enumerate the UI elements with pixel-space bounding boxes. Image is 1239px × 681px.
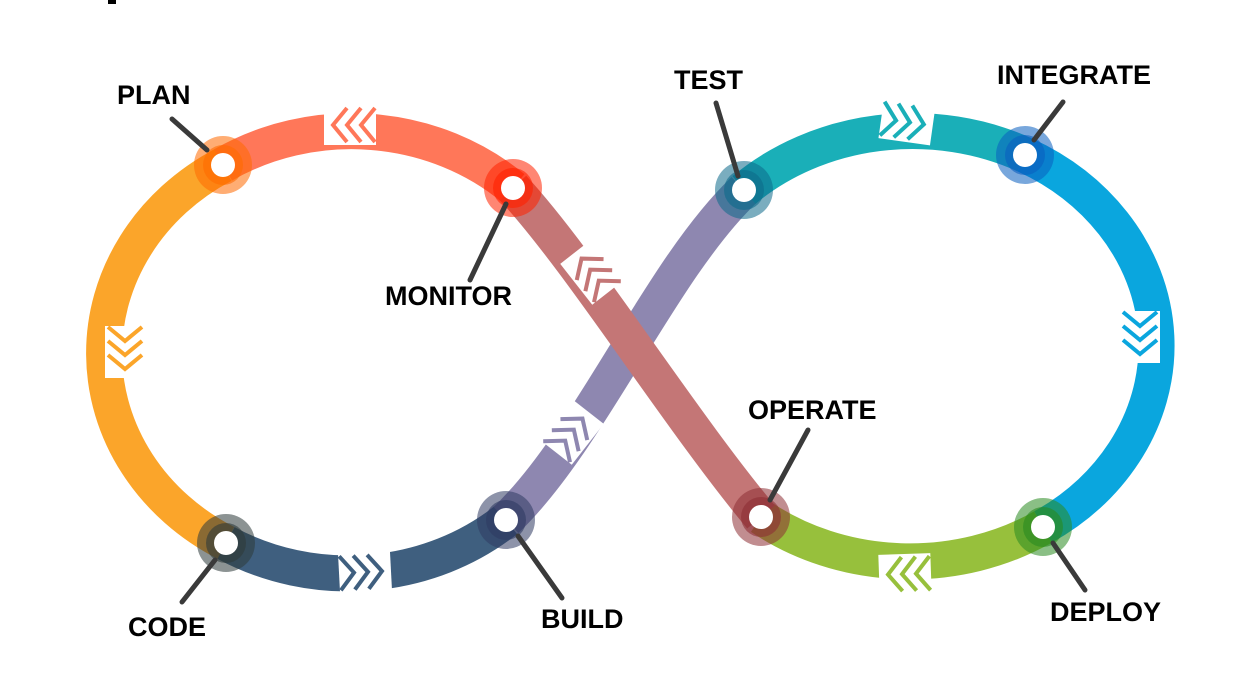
direction-chevrons bbox=[1120, 310, 1160, 363]
direction-chevrons bbox=[105, 325, 145, 378]
build-node bbox=[477, 491, 535, 549]
band-monitor-operate bbox=[499, 175, 775, 529]
deploy-node bbox=[1014, 498, 1072, 556]
direction-chevrons bbox=[540, 399, 604, 465]
plan-label: PLAN bbox=[117, 80, 191, 110]
direction-chevrons bbox=[878, 553, 933, 595]
operate-leader-line bbox=[767, 427, 811, 503]
test-node bbox=[715, 161, 773, 219]
integrate-node bbox=[996, 126, 1054, 184]
test-label: TEST bbox=[674, 65, 744, 95]
deploy-leader-line bbox=[1050, 540, 1088, 593]
code-leader-line bbox=[179, 557, 218, 605]
monitor-label: MONITOR bbox=[385, 281, 512, 311]
band-plan-code bbox=[86, 149, 235, 560]
plan-leader-line bbox=[169, 116, 210, 153]
operate-node bbox=[732, 488, 790, 546]
corner-mark bbox=[108, 0, 116, 4]
direction-chevrons bbox=[337, 550, 393, 594]
build-label: BUILD bbox=[541, 604, 624, 634]
monitor-leader-line bbox=[467, 201, 509, 283]
integrate-label: INTEGRATE bbox=[997, 60, 1151, 90]
direction-chevrons bbox=[878, 98, 936, 146]
integrate-leader-line bbox=[1031, 99, 1066, 143]
monitor-node bbox=[484, 159, 542, 217]
build-leader-line bbox=[515, 533, 565, 601]
code-node bbox=[197, 514, 255, 572]
direction-chevrons bbox=[324, 105, 377, 145]
direction-chevrons bbox=[560, 239, 624, 305]
deploy-label: DEPLOY bbox=[1050, 597, 1161, 627]
code-label: CODE bbox=[128, 612, 206, 642]
operate-label: OPERATE bbox=[748, 395, 877, 425]
test-leader-line bbox=[713, 100, 741, 179]
band-test-integrate bbox=[732, 113, 1033, 204]
